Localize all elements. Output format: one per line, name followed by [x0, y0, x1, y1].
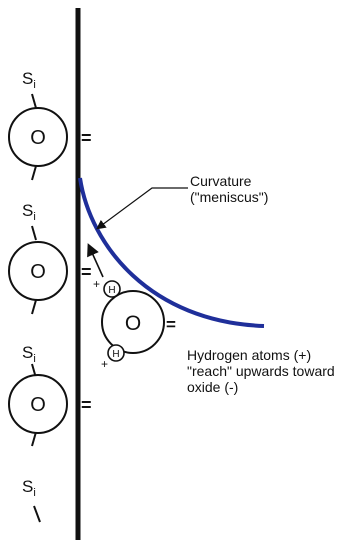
curvature-label-line1: Curvature	[190, 173, 252, 189]
water-double-bond: =	[166, 315, 176, 334]
curvature-leader-line	[98, 188, 188, 228]
o-si-bond-1	[32, 166, 36, 180]
hydrogen-label-line2: "reach" upwards toward	[187, 363, 335, 379]
o-si-bond-2	[32, 300, 36, 314]
silicon-label-3: Si	[22, 343, 36, 365]
double-bond-1: =	[81, 128, 92, 148]
si-o-bond-2	[32, 226, 36, 240]
silicon-label-2: Si	[22, 201, 36, 223]
hydrogen-label-line3: oxide (-)	[187, 379, 238, 395]
silicon-label-4: Si	[22, 477, 36, 499]
oxygen-label-3: O	[30, 394, 46, 416]
si-o-bond-1	[32, 94, 36, 108]
water-oxygen-label: O	[125, 312, 141, 335]
oxygen-label-1: O	[30, 127, 46, 149]
curvature-label-line2: ("meniscus")	[190, 189, 268, 205]
oxygen-label-2: O	[30, 261, 46, 283]
double-bond-2: =	[81, 262, 92, 282]
si-tail-bond	[34, 506, 40, 522]
hydrogen-label-line1: Hydrogen atoms (+)	[187, 347, 311, 363]
silicon-label-1: Si	[22, 69, 36, 91]
o-si-bond-3	[32, 432, 36, 446]
plus-sign-lower: +	[101, 357, 108, 371]
plus-sign-upper: +	[93, 277, 100, 291]
double-bond-3: =	[81, 395, 92, 415]
hydrogen-label-upper: H	[108, 285, 115, 296]
hydrogen-label-lower: H	[112, 349, 119, 360]
